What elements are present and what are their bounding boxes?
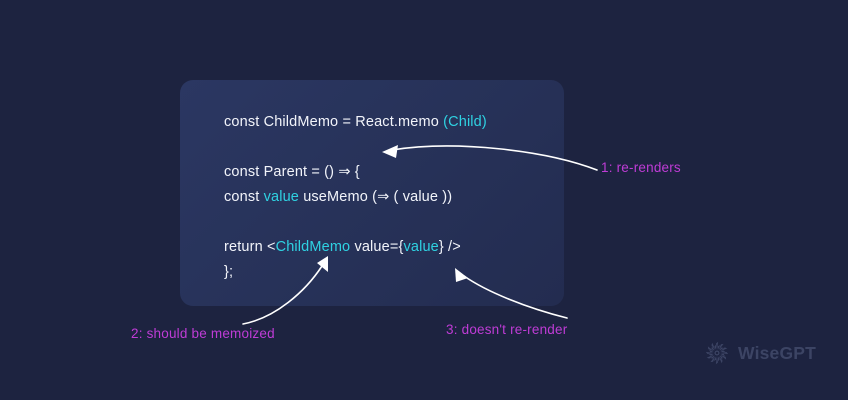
annotation-doesnt-re-render: 3: doesn't re-render bbox=[446, 322, 568, 337]
code-token: ChildMemo bbox=[275, 239, 351, 255]
code-token: value bbox=[403, 239, 439, 255]
annotation-re-renders: 1: re-renders bbox=[601, 160, 681, 175]
code-token: const ChildMemo = React.memo bbox=[224, 114, 444, 130]
code-line: const Parent = () ⇒ { bbox=[224, 160, 554, 185]
code-line bbox=[224, 210, 554, 235]
code-token: const bbox=[224, 189, 264, 205]
code-line: const ChildMemo = React.memo (Child) bbox=[224, 110, 554, 135]
code-token: } /> bbox=[438, 239, 461, 255]
code-line: const value useMemo (⇒ ( value )) bbox=[224, 185, 554, 210]
wisegpt-logo: WiseGPT bbox=[703, 339, 816, 367]
code-token: useMemo (⇒ ( value )) bbox=[299, 189, 453, 205]
code-token: value={ bbox=[350, 239, 404, 255]
code-card: const ChildMemo = React.memo (Child)cons… bbox=[180, 80, 564, 306]
hexagon-burst-icon bbox=[705, 341, 729, 365]
code-token: (Child) bbox=[443, 114, 487, 130]
code-token: }; bbox=[224, 264, 234, 280]
code-token: value bbox=[263, 189, 300, 205]
code-token: const Parent = () ⇒ { bbox=[224, 164, 360, 180]
code-line bbox=[224, 135, 554, 160]
code-block: const ChildMemo = React.memo (Child)cons… bbox=[224, 110, 554, 285]
code-token: return < bbox=[224, 239, 276, 255]
logo-wordmark: WiseGPT bbox=[738, 342, 817, 363]
code-line: return <ChildMemo value={value} /> bbox=[224, 235, 554, 260]
annotation-should-be-memoized: 2: should be memoized bbox=[131, 326, 275, 341]
code-line: }; bbox=[224, 260, 554, 285]
